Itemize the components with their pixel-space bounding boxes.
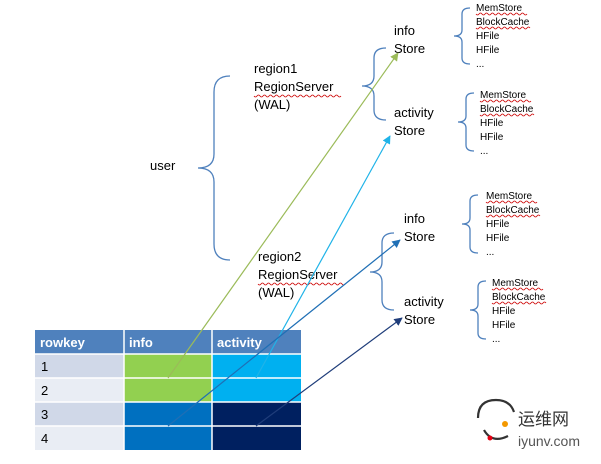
region1-activity-items: MemStore BlockCache HFile HFile ... xyxy=(480,90,534,157)
header-cell-info-bg xyxy=(124,330,212,354)
user-brace xyxy=(197,75,231,261)
region1-activity-item-hfile-1: HFile xyxy=(480,118,504,129)
region2-activity-item-hfile-1: HFile xyxy=(492,306,516,317)
region1-activity-brace xyxy=(457,92,475,152)
region2-info-store: info Store xyxy=(404,211,435,244)
watermark: 运维网 iyunv.com xyxy=(476,398,580,449)
user-label: user xyxy=(150,158,176,173)
watermark-url: iyunv.com xyxy=(518,433,580,449)
row1-info-cell xyxy=(124,354,212,378)
header-info: info xyxy=(129,335,153,350)
region2-activity-item-memstore: MemStore xyxy=(492,278,539,289)
row3-rowkey-bg xyxy=(35,402,124,426)
row1-rowkey-bg xyxy=(35,354,124,378)
header-activity: activity xyxy=(217,335,263,350)
region1-info-item-memstore: MemStore xyxy=(476,3,523,14)
arrow-region2-info xyxy=(167,239,401,427)
region2-activity-store-line1: activity xyxy=(404,294,444,309)
row2-rowkey-bg xyxy=(35,378,124,402)
arrow-region1-info xyxy=(167,52,399,379)
region1-wal: (WAL) xyxy=(254,97,290,112)
region2-info-store-line2: Store xyxy=(404,229,435,244)
region2-info-brace xyxy=(461,194,479,254)
region2-info-item-more: ... xyxy=(486,247,494,258)
region1-activity-item-more: ... xyxy=(480,146,488,157)
region1-info-items: MemStore BlockCache HFile HFile ... xyxy=(476,3,530,70)
header-rowkey: rowkey xyxy=(40,335,86,350)
row1-rowkey: 1 xyxy=(41,359,48,374)
region2-activity-store: activity Store xyxy=(404,294,444,327)
region1-info-item-hfile-2: HFile xyxy=(476,45,500,56)
row4-activity-cell xyxy=(212,426,301,450)
region1-info-item-hfile-1: HFile xyxy=(476,31,500,42)
region1-name: region1 xyxy=(254,61,297,76)
region2-server: RegionServer xyxy=(258,267,338,282)
region1-activity-item-blockcache: BlockCache xyxy=(480,104,534,115)
region2-activity-items: MemStore BlockCache HFile HFile ... xyxy=(492,278,546,345)
region2-activity-item-blockcache: BlockCache xyxy=(492,292,546,303)
header-cell-activity-bg xyxy=(212,330,301,354)
region2-name: region2 xyxy=(258,249,301,264)
region1-activity-store-line1: activity xyxy=(394,105,434,120)
region1-info-store: info Store xyxy=(394,23,425,56)
region2-info-item-hfile-1: HFile xyxy=(486,219,510,230)
region1-node: region1 RegionServer (WAL) xyxy=(254,61,334,112)
region1-info-item-blockcache: BlockCache xyxy=(476,17,530,28)
row4-rowkey-bg xyxy=(35,426,124,450)
region2-activity-item-hfile-2: HFile xyxy=(492,320,516,331)
yunwei-logo-icon xyxy=(476,398,516,441)
row2-activity-cell xyxy=(212,378,301,402)
region2-node: region2 RegionServer (WAL) xyxy=(258,249,338,300)
region2-info-item-memstore: MemStore xyxy=(486,191,533,202)
region2-activity-item-more: ... xyxy=(492,334,500,345)
row1-activity-cell xyxy=(212,354,301,378)
row4-rowkey: 4 xyxy=(41,431,48,446)
watermark-text: 运维网 xyxy=(518,410,569,429)
region1-info-store-line1: info xyxy=(394,23,415,38)
hbase-table: rowkey info activity 1 2 3 4 xyxy=(35,330,301,450)
region1-info-item-more: ... xyxy=(476,59,484,70)
row2-rowkey: 2 xyxy=(41,383,48,398)
row2-info-cell xyxy=(124,378,212,402)
row3-activity-cell xyxy=(212,402,301,426)
region2-info-item-hfile-2: HFile xyxy=(486,233,510,244)
row3-info-cell xyxy=(124,402,212,426)
region2-info-item-blockcache: BlockCache xyxy=(486,205,540,216)
region1-activity-store: activity Store xyxy=(394,105,434,138)
region2-activity-brace xyxy=(469,280,487,340)
region2-wal: (WAL) xyxy=(258,285,294,300)
region1-activity-item-memstore: MemStore xyxy=(480,90,527,101)
header-cell-rowkey-bg xyxy=(35,330,124,354)
region2-brace xyxy=(369,232,395,311)
arrow-region2-activity xyxy=(255,317,403,427)
region2-info-items: MemStore BlockCache HFile HFile ... xyxy=(486,191,540,258)
row4-info-cell xyxy=(124,426,212,450)
region2-info-store-line1: info xyxy=(404,211,425,226)
region2-activity-store-line2: Store xyxy=(404,312,435,327)
region1-activity-store-line2: Store xyxy=(394,123,425,138)
region1-brace xyxy=(361,47,387,121)
row3-rowkey: 3 xyxy=(41,407,48,422)
region1-info-store-line2: Store xyxy=(394,41,425,56)
region1-info-brace xyxy=(453,7,471,65)
region1-server: RegionServer xyxy=(254,79,334,94)
mapping-arrows xyxy=(167,52,403,427)
region1-activity-item-hfile-2: HFile xyxy=(480,132,504,143)
